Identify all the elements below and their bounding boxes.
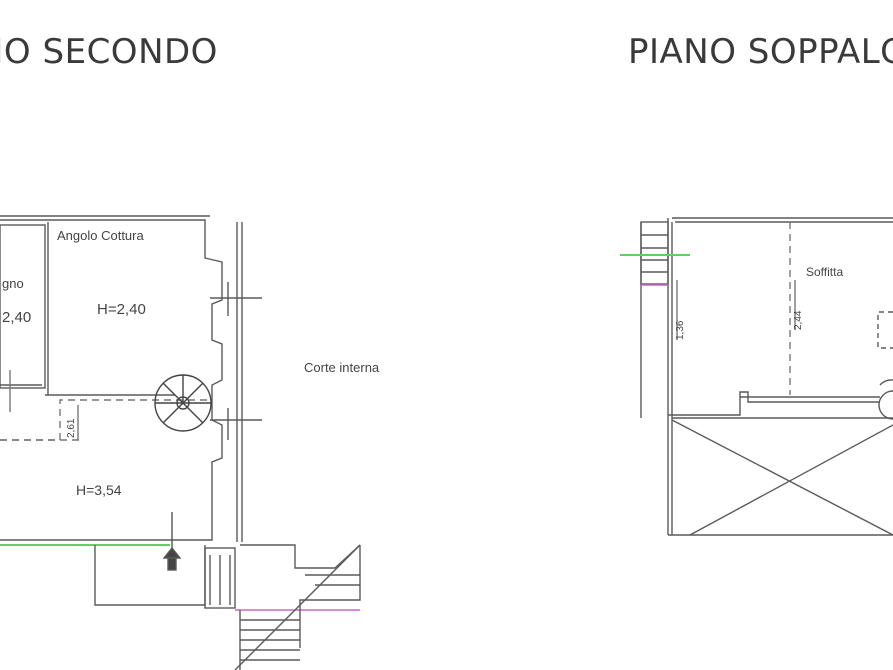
- plan-title-right: PIANO SOPPALC: [628, 32, 893, 72]
- outside-label: Corte interna: [304, 360, 380, 375]
- left-floor-plan: [0, 215, 361, 670]
- void-cross-line: [671, 419, 893, 536]
- bagno-height-label: 2,40: [2, 309, 31, 326]
- left-plan-top-wall: [0, 219, 223, 541]
- external-stair: [204, 547, 236, 609]
- soffitta-label: Soffitta: [806, 265, 843, 279]
- entrance-arrow-icon: [162, 546, 182, 559]
- plan-title-left: NO SECONDO: [0, 32, 218, 72]
- dimension-label-right-b: 2,44: [793, 310, 804, 330]
- bagno-label: gno: [2, 276, 24, 291]
- dimension-label-right-a: 1,36: [675, 320, 686, 340]
- cucina-label: Angolo Cottura: [57, 228, 144, 243]
- bagno-room-wall: [0, 224, 46, 389]
- spiral-staircase: [154, 374, 212, 432]
- cucina-height-label: H=2,40: [97, 301, 146, 318]
- dimension-label-left: 2,61: [66, 418, 77, 438]
- main-room-height-label: H=3,54: [76, 482, 122, 498]
- right-stair-block: [640, 221, 669, 285]
- right-floor-plan: [620, 217, 893, 536]
